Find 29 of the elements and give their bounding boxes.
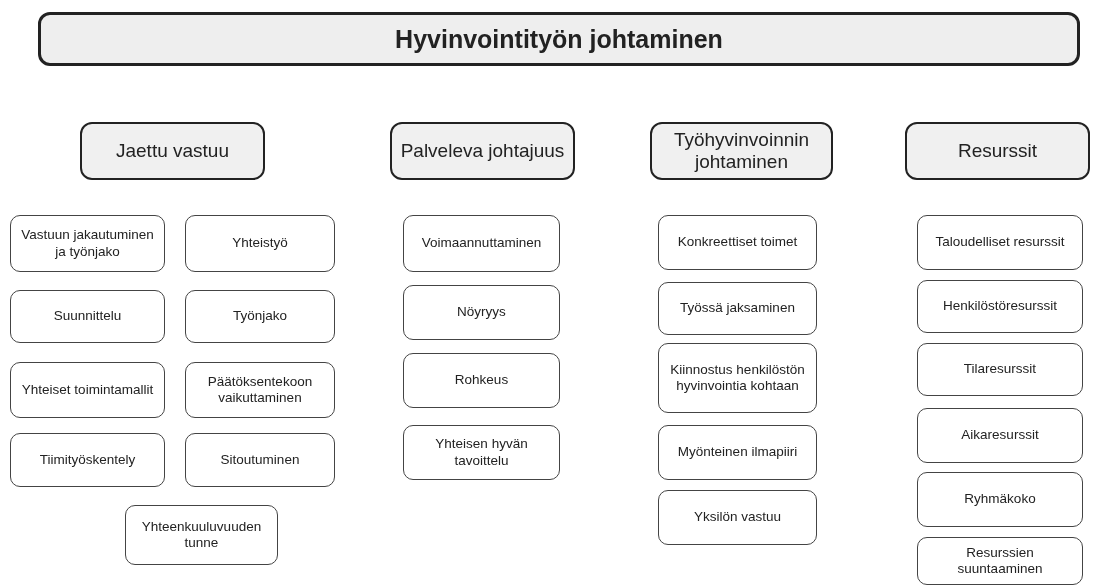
topic-box: Resurssien suuntaaminen — [917, 537, 1083, 585]
topic-box: Kiinnostus henkilöstön hyvinvointia kohtaan — [658, 343, 817, 413]
diagram-title-box: Hyvinvointityön johtaminen — [38, 12, 1080, 66]
category-header: Jaettu vastuu — [80, 122, 265, 180]
topic-box: Aikaresurssit — [917, 408, 1083, 463]
topic-box: Myönteinen ilmapiiri — [658, 425, 817, 480]
topic-box: Suunnittelu — [10, 290, 165, 343]
topic-box: Työnjako — [185, 290, 335, 343]
category-header: Resurssit — [905, 122, 1090, 180]
topic-box: Konkreettiset toimet — [658, 215, 817, 270]
topic-box: Nöyryys — [403, 285, 560, 340]
topic-box: Taloudelliset resurssit — [917, 215, 1083, 270]
topic-box: Yhteiset toimintamallit — [10, 362, 165, 418]
topic-box: Tiimityöskentely — [10, 433, 165, 487]
topic-box: Yhteenkuuluvuuden tunne — [125, 505, 278, 565]
topic-box: Yhteistyö — [185, 215, 335, 272]
topic-box: Yhteisen hyvän tavoittelu — [403, 425, 560, 480]
topic-box: Ryhmäkoko — [917, 472, 1083, 527]
category-header: Palveleva johtajuus — [390, 122, 575, 180]
topic-box: Sitoutuminen — [185, 433, 335, 487]
topic-box: Tilaresurssit — [917, 343, 1083, 396]
topic-box: Rohkeus — [403, 353, 560, 408]
topic-box: Yksilön vastuu — [658, 490, 817, 545]
category-header: Työhyvinvoinnin johtaminen — [650, 122, 833, 180]
topic-box: Päätöksentekoon vaikuttaminen — [185, 362, 335, 418]
topic-box: Henkilöstöresurssit — [917, 280, 1083, 333]
topic-box: Työssä jaksaminen — [658, 282, 817, 335]
topic-box: Vastuun jakautuminen ja työnjako — [10, 215, 165, 272]
topic-box: Voimaannuttaminen — [403, 215, 560, 272]
